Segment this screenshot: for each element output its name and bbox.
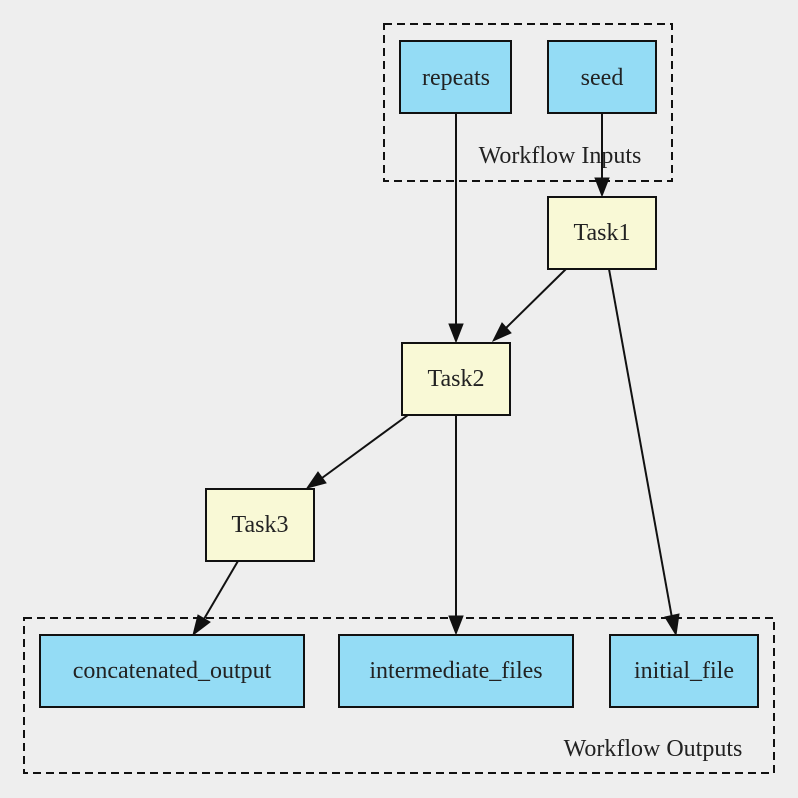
workflow-outputs-label: Workflow Outputs [564, 736, 743, 762]
edge-line [321, 414, 409, 479]
node-task1[interactable]: Task1 [547, 196, 657, 270]
node-task1-box[interactable] [547, 196, 657, 270]
node-intermediate-files-label: intermediate_files [369, 658, 542, 684]
edge-line [203, 560, 239, 620]
edge-task2-to-intermediate-files [448, 415, 464, 636]
node-task3-box[interactable] [205, 488, 315, 562]
node-intermediate-files-box[interactable] [338, 634, 574, 708]
node-task2[interactable]: Task2 [401, 342, 511, 416]
edge-line [608, 268, 673, 619]
edge-seed-to-task1 [594, 113, 610, 198]
node-task2-label: Task2 [428, 366, 485, 392]
node-task2-box[interactable] [401, 342, 511, 416]
edge-repeats-to-task2 [448, 113, 464, 344]
node-task3-label: Task3 [232, 512, 289, 538]
node-task1-label: Task1 [574, 220, 631, 246]
node-intermediate-files[interactable]: intermediate_files [338, 634, 574, 708]
workflow-outputs-frame [23, 617, 775, 774]
node-seed-box[interactable] [547, 40, 657, 114]
node-repeats[interactable]: repeats [399, 40, 512, 114]
edge-task2-to-task3 [305, 414, 409, 489]
node-initial-file-label: initial_file [634, 658, 734, 684]
edge-task3-to-concatenated-output [192, 560, 239, 637]
node-concatenated-output-label: concatenated_output [73, 658, 272, 684]
node-repeats-label: repeats [422, 65, 490, 91]
edge-line [505, 268, 567, 329]
workflow-inputs-cluster: Workflow Inputs [383, 23, 673, 182]
arrowhead [192, 614, 211, 637]
node-initial-file-box[interactable] [609, 634, 759, 708]
arrowhead [305, 471, 327, 489]
node-concatenated-output[interactable]: concatenated_output [39, 634, 305, 708]
arrowhead [594, 177, 610, 198]
arrowhead [448, 615, 464, 636]
node-seed-label: seed [581, 65, 624, 91]
edge-task1-to-initial-file [608, 268, 680, 637]
workflow-outputs-cluster: Workflow Outputs [23, 617, 775, 774]
node-initial-file[interactable]: initial_file [609, 634, 759, 708]
node-concatenated-output-box[interactable] [39, 634, 305, 708]
edge-task1-to-task2 [491, 268, 567, 343]
node-task3[interactable]: Task3 [205, 488, 315, 562]
workflow-inputs-frame [383, 23, 673, 182]
edges-layer [192, 113, 680, 637]
arrowhead [448, 323, 464, 344]
node-repeats-box[interactable] [399, 40, 512, 114]
arrowhead [491, 322, 512, 343]
workflow-inputs-label: Workflow Inputs [479, 143, 642, 169]
arrowhead [664, 613, 680, 637]
node-seed[interactable]: seed [547, 40, 657, 114]
